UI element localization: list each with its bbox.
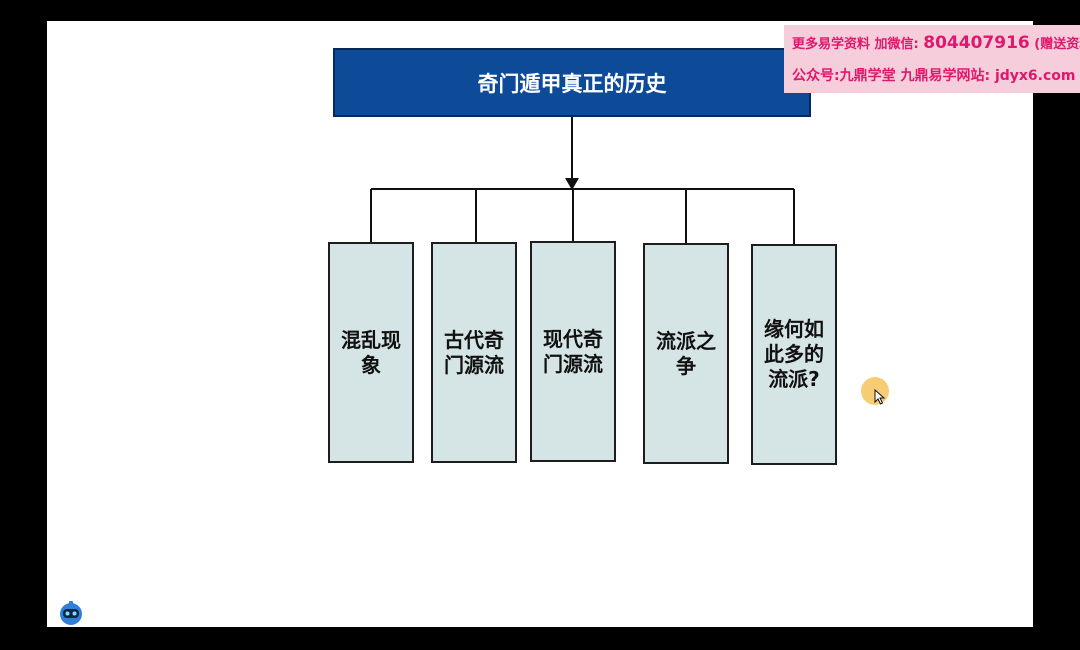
watermark-line-2: 公众号:九鼎学堂 九鼎易学网站: jdyx6.com bbox=[792, 68, 1076, 84]
diagram-node-5: 缘何如 此多的 流派? bbox=[751, 244, 837, 465]
watermark-suffix: (赠送资料) bbox=[1034, 37, 1080, 52]
node-label: 缘何如 此多的 流派? bbox=[764, 317, 824, 391]
node-label: 混乱现 象 bbox=[341, 327, 401, 377]
watermark-number: 804407916 bbox=[923, 33, 1030, 53]
node-label: 现代奇 门源流 bbox=[543, 326, 603, 376]
mouse-pointer-icon bbox=[874, 389, 886, 405]
robot-assistant-icon[interactable] bbox=[57, 600, 85, 626]
node-label: 流派之 争 bbox=[656, 328, 716, 378]
trunk-arrowhead bbox=[565, 178, 579, 190]
diagram-node-1: 混乱现 象 bbox=[328, 242, 414, 463]
watermark-banner: 更多易学资料 加微信: 804407916 (赠送资料) 公众号:九鼎学堂 九鼎… bbox=[784, 25, 1080, 93]
diagram-title-box: 奇门遁甲真正的历史 bbox=[333, 48, 811, 117]
diagram-node-3: 现代奇 门源流 bbox=[530, 241, 616, 462]
watermark-line-1: 更多易学资料 加微信: 804407916 (赠送资料) bbox=[792, 33, 1080, 53]
diagram-node-4: 流派之 争 bbox=[643, 243, 729, 464]
node-label: 古代奇 门源流 bbox=[444, 327, 504, 377]
diagram-node-2: 古代奇 门源流 bbox=[431, 242, 517, 463]
watermark-prefix: 更多易学资料 加微信: bbox=[792, 37, 919, 52]
diagram-title: 奇门遁甲真正的历史 bbox=[477, 71, 667, 96]
